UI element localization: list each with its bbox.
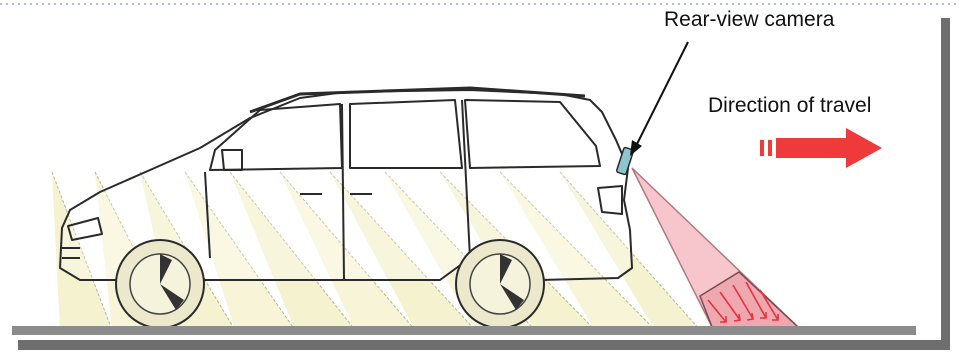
- frame-shadow-bottom: [18, 340, 950, 350]
- front-wheel: [116, 240, 204, 328]
- camera-label: Rear-view camera: [664, 8, 834, 32]
- camera-leader-line: [630, 42, 688, 156]
- ground-line: [12, 326, 916, 335]
- direction-label: Direction of travel: [708, 94, 871, 118]
- rear-wheel: [456, 240, 544, 328]
- direction-arrow-icon: [760, 128, 882, 168]
- frame-shadow-right: [941, 18, 950, 348]
